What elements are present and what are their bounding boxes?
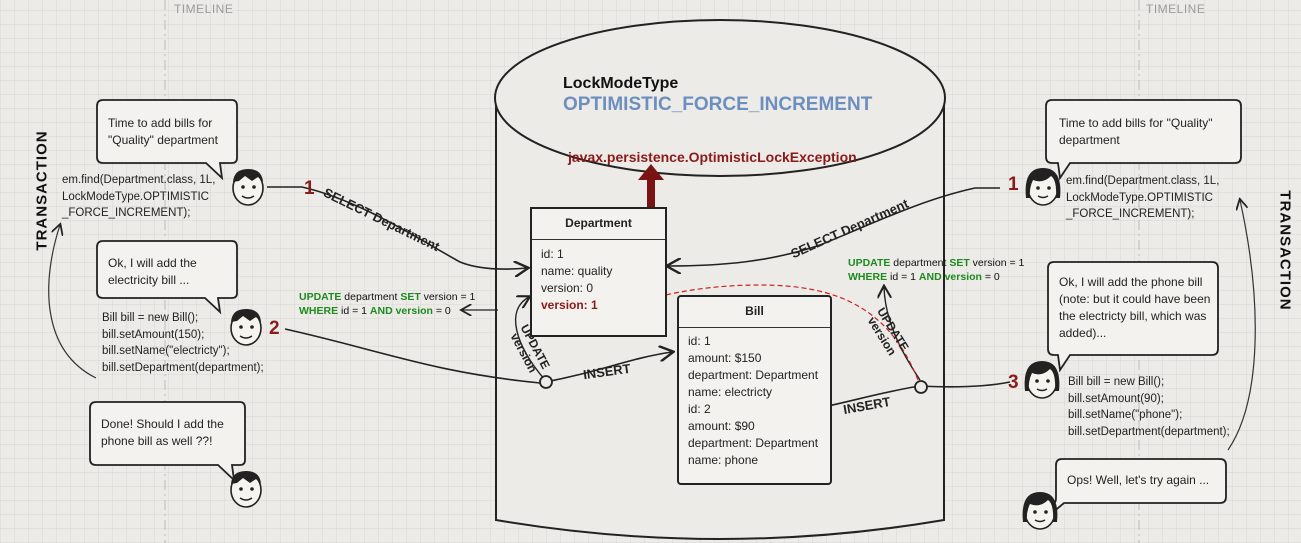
code-line: bill.setDepartment(department); [1068,425,1230,438]
bill-field: amount: $150 [688,351,762,365]
transaction-right-label: TRANSACTION [1276,190,1294,311]
code-line: em.find(Department.class, 1L, [62,174,216,186]
right-sql-update: UPDATE department SET version = 1 WHERE … [848,256,1024,284]
code-line: Bill bill = new Bill(); [1068,376,1165,388]
optimistic-lock-exception: javax.persistence.OptimisticLockExceptio… [568,149,857,165]
right-step-3: 3 [1008,372,1019,393]
right-bubble-shapes [1045,99,1242,516]
code-line: Bill bill = new Bill(); [102,312,199,324]
sql-line-1: UPDATE department SET version = 1 [299,291,476,303]
bill-entity: Bill id: 1 amount: $150 department: Depa… [677,295,832,485]
left-bubble-1-text: Time to add bills for "Quality" departme… [108,116,218,147]
right-bubble-2-text: Ok, I will add the phone bill (note: but… [1059,275,1211,340]
left-find-code: em.find(Department.class, 1L, LockModeTy… [62,172,215,222]
bill-field: name: phone [688,453,759,467]
right-avatar-icon-3 [1022,492,1058,530]
code-line: em.find(Department.class, 1L, [1066,175,1220,187]
timeline-right-label: TIMELINE [1146,2,1206,16]
department-entity: Department id: 1 name: quality version: … [530,207,667,337]
left-step-2: 2 [269,318,280,339]
department-updated-version: version: 1 [541,298,598,312]
right-insert-node [914,380,928,394]
left-select-arrow [267,186,527,269]
right-transaction-curve [1227,200,1256,451]
code-line: LockModeType.OPTIMISTIC [1066,191,1213,204]
left-bill-code: Bill bill = new Bill(); bill.setAmount(1… [102,310,264,376]
timeline-left-label: TIMELINE [174,2,234,16]
right-avatar-icon [1025,168,1061,206]
lock-mode-value: OPTIMISTIC_FORCE_INCREMENT [563,94,873,115]
department-field: version: 0 [541,281,594,295]
bill-field: id: 1 [688,334,711,348]
left-insert-node [539,375,553,389]
left-step-1: 1 [304,178,315,199]
left-bubble-shapes [89,99,246,483]
code-line: bill.setAmount(150); [102,328,205,341]
left-update-arrow [514,297,546,381]
department-field: id: 1 [541,247,564,261]
left-avatar-icon [232,169,264,206]
code-line: bill.setAmount(90); [1068,392,1164,405]
bill-field: department: Department [688,436,819,450]
left-avatar-icon-3 [230,471,262,508]
left-transaction-curve [48,225,97,379]
right-avatar-icon-2 [1024,361,1060,399]
sql-line-2: WHERE id = 1 AND version = 0 [299,305,451,317]
right-bill-code: Bill bill = new Bill(); bill.setAmount(9… [1068,374,1230,440]
code-line: bill.setName("phone"); [1068,409,1183,421]
left-insert-arrow [284,328,672,384]
bill-field: department: Department [688,368,819,382]
code-line: _FORCE_INCREMENT); [62,207,191,219]
bill-field: name: electricty [688,385,773,399]
left-bubble-2-text: Ok, I will add the electricity bill ... [108,256,197,287]
code-line: LockModeType.OPTIMISTIC [62,190,209,203]
right-bubble-3-text: Ops! Well, let's try again ... [1067,473,1210,487]
code-line: bill.setName("electricty"); [102,345,230,357]
right-select-arrow [668,187,1000,266]
sql-line-1: UPDATE department SET version = 1 [848,257,1025,269]
department-field: name: quality [541,264,613,278]
left-avatar-icon-2 [230,309,262,346]
lock-mode-type-label: LockModeType [563,75,679,92]
right-bubble-1-text: Time to add bills for "Quality" departme… [1059,116,1213,147]
right-find-code: em.find(Department.class, 1L, LockModeTy… [1066,173,1219,223]
left-bubble-3-text: Done! Should I add the phone bill as wel… [101,417,224,448]
code-line: bill.setDepartment(department); [102,361,264,374]
left-sql-update: UPDATE department SET version = 1 WHERE … [299,290,475,318]
sql-line-2: WHERE id = 1 AND version = 0 [848,271,1000,283]
bill-title: Bill [679,297,830,328]
code-line: _FORCE_INCREMENT); [1066,208,1195,220]
bill-field: amount: $90 [688,419,755,433]
bill-field: id: 2 [688,402,711,416]
department-title: Department [532,209,665,240]
transaction-left-label: TRANSACTION [33,130,51,251]
right-step-1: 1 [1008,174,1019,195]
